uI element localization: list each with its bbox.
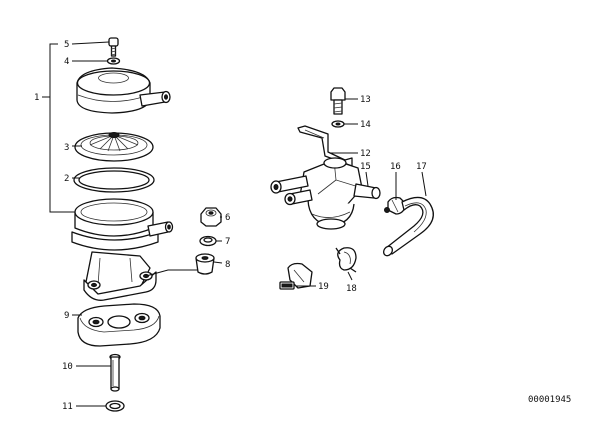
callout-7: 7 (225, 237, 230, 247)
callout-16: 16 (390, 162, 401, 172)
part-insulator-9 (77, 303, 161, 347)
callout-5: 5 (64, 40, 69, 50)
part-washer-4 (106, 57, 121, 65)
callout-11: 11 (62, 402, 73, 412)
left-leaders (71, 41, 223, 407)
catalog-number: 00001945 (528, 395, 571, 405)
part-sleeve-8 (195, 253, 215, 275)
callout-labels: 1 2 3 4 5 6 7 8 9 10 11 12 13 14 15 16 1… (34, 40, 427, 412)
callout-1: 1 (34, 93, 39, 103)
callout-8: 8 (225, 260, 230, 270)
part-bracket-12 (297, 125, 353, 167)
stud-leader (145, 269, 198, 277)
callout-6: 6 (225, 213, 230, 223)
part-screw-5 (108, 37, 119, 57)
part-clamp-18 (335, 247, 357, 273)
callout-17: 17 (416, 162, 427, 172)
part-vacuum-unit-15 (270, 157, 381, 230)
part-bolt-13 (330, 87, 346, 115)
callout-12: 12 (360, 149, 371, 159)
callout-4: 4 (64, 57, 69, 67)
part-pushrod-10 (109, 353, 121, 392)
callout-13: 13 (360, 95, 371, 105)
part-washer-14 (331, 120, 345, 128)
part-pump-cover-1 (76, 67, 171, 114)
part-gasket-ring-2 (73, 167, 155, 193)
callout-2: 2 (64, 174, 69, 184)
part-seal-ring-11 (105, 400, 125, 412)
right-leaders (296, 98, 427, 287)
callout-10: 10 (62, 362, 73, 372)
callout-9: 9 (64, 311, 69, 321)
left-bracket (42, 43, 80, 213)
callout-15: 15 (360, 162, 371, 172)
callout-19: 19 (318, 282, 329, 292)
part-hose-17 (382, 196, 434, 257)
part-pump-body (71, 198, 174, 301)
part-connector-19 (279, 262, 313, 290)
callout-18: 18 (346, 284, 357, 294)
part-diaphragm-3 (74, 132, 154, 162)
callout-3: 3 (64, 143, 69, 153)
callout-14: 14 (360, 120, 371, 130)
part-nut-6 (200, 207, 222, 227)
part-washer-7 (199, 235, 217, 247)
